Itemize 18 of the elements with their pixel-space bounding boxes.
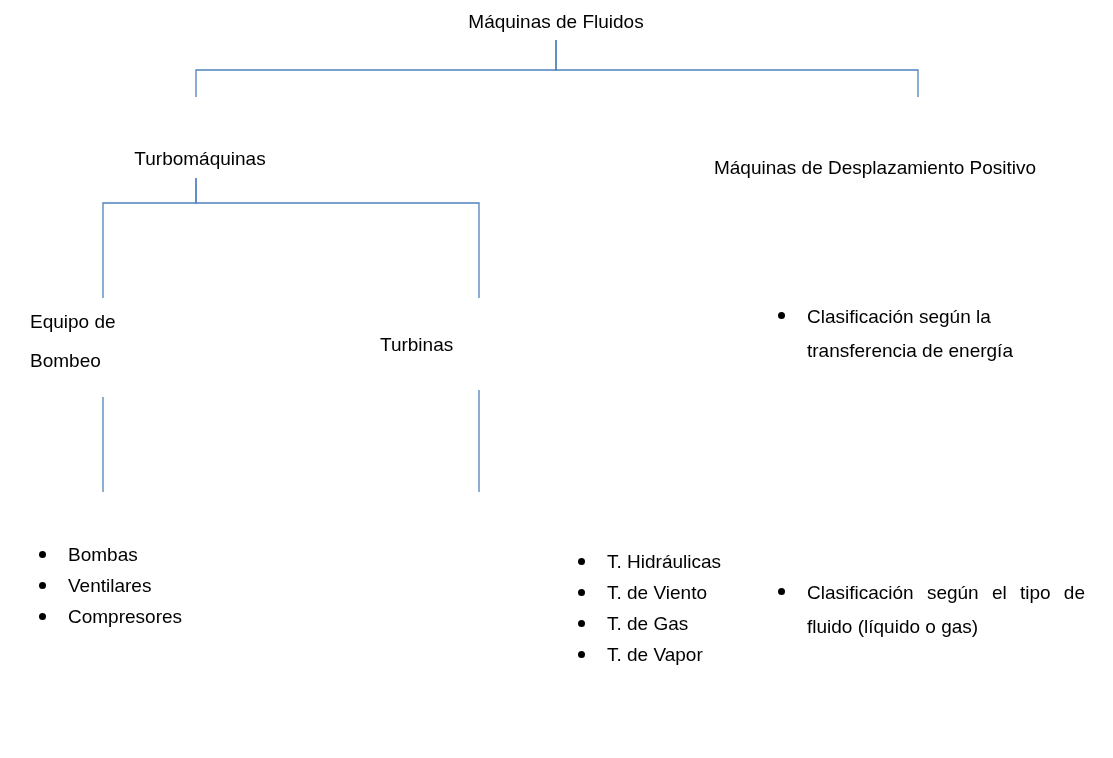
bullet-item: T. de Gas bbox=[470, 608, 775, 639]
bullet-text: Clasificación según el tipo de fluido (líquido o gas) bbox=[775, 576, 1085, 644]
connector-line bbox=[102, 396, 104, 493]
connector-line bbox=[555, 39, 919, 98]
connector-line bbox=[478, 389, 480, 493]
connector-line bbox=[195, 177, 480, 299]
bullet-item: T. de Vapor bbox=[470, 639, 775, 670]
bullet-item: Bombas bbox=[36, 539, 256, 570]
node-label: Máquinas de Desplazamiento Positivo bbox=[713, 156, 1037, 180]
node-label: Equipo de Bombeo bbox=[30, 310, 117, 373]
bullet-item: Ventilares bbox=[36, 570, 256, 601]
node-label: Máquinas de Fluidos bbox=[468, 10, 644, 34]
bullet-item: T. Hidráulicas bbox=[470, 546, 775, 577]
node-label: Turbomáquinas bbox=[134, 147, 266, 171]
node-label: Turbinas bbox=[380, 332, 454, 357]
bullet-text: Clasificación según la transferencia de energía bbox=[775, 300, 1085, 368]
bullet-item: T. de Viento bbox=[470, 577, 775, 608]
bullet-item: Compresores bbox=[36, 601, 256, 632]
